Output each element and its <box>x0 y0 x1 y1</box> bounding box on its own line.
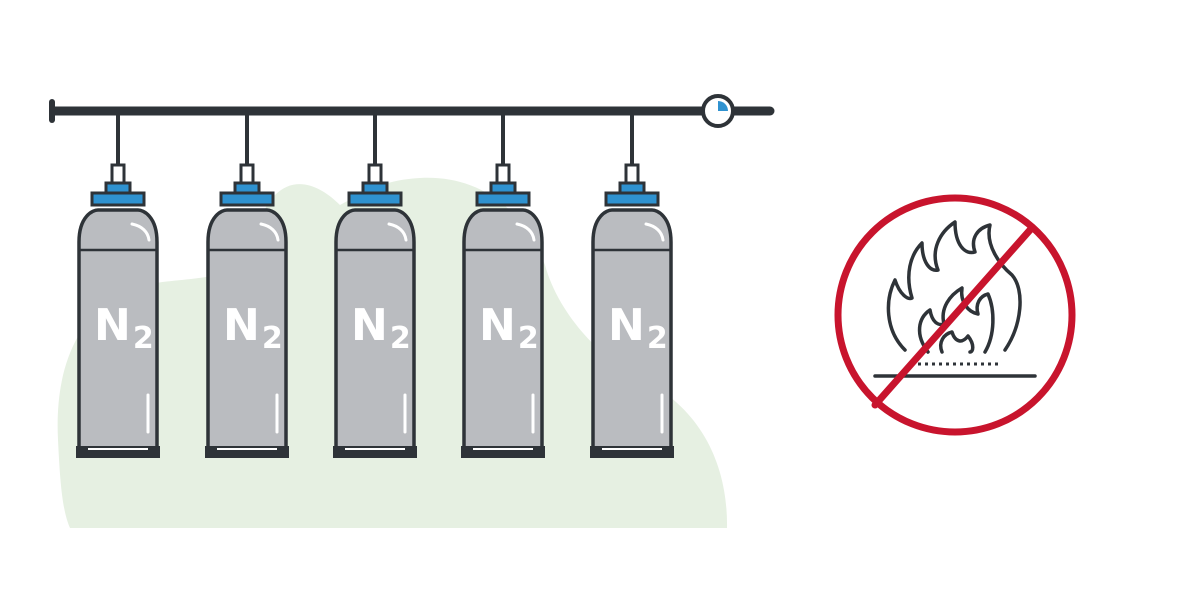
pressure-gauge-icon <box>701 94 735 128</box>
gas-formula-symbol: N <box>223 300 260 351</box>
cylinder-body <box>462 208 544 450</box>
nitrogen-cylinder: N2 <box>590 111 674 458</box>
nitrogen-cylinder: N2 <box>205 111 289 458</box>
cylinder-body <box>591 208 673 450</box>
nitrogen-cylinder: N2 <box>461 111 545 458</box>
cylinder-base <box>205 446 289 458</box>
cylinder-body <box>206 208 288 450</box>
cylinder-base <box>590 446 674 458</box>
gas-formula-subscript: 2 <box>647 321 668 356</box>
valve-collar <box>475 191 531 207</box>
gas-formula-symbol: N <box>94 300 131 351</box>
valve-connector <box>110 163 126 185</box>
nitrogen-cylinder: N2 <box>333 111 417 458</box>
gas-formula-symbol: N <box>351 300 388 351</box>
cylinder-base <box>461 446 545 458</box>
gas-formula-subscript: 2 <box>133 321 154 356</box>
prohibition-slash <box>871 226 1034 409</box>
valve-collar <box>347 191 403 207</box>
gas-formula-label: N2 <box>223 300 283 356</box>
gas-formula-label: N2 <box>479 300 539 356</box>
gas-formula-label: N2 <box>351 300 411 356</box>
gas-formula-subscript: 2 <box>390 321 411 356</box>
gas-formula-symbol: N <box>608 300 645 351</box>
valve-connector <box>239 163 255 185</box>
valve-connector <box>495 163 511 185</box>
valve-collar <box>90 191 146 207</box>
manifold-pipe <box>49 99 775 123</box>
valve-collar <box>219 191 275 207</box>
gas-formula-label: N2 <box>608 300 668 356</box>
valve-connector <box>624 163 640 185</box>
no-open-flame-icon <box>834 194 1076 436</box>
cylinder-base <box>333 446 417 458</box>
gas-formula-subscript: 2 <box>518 321 539 356</box>
valve-connector <box>367 163 383 185</box>
nitrogen-cylinder: N2 <box>76 111 160 458</box>
gas-formula-subscript: 2 <box>262 321 283 356</box>
gas-formula-symbol: N <box>479 300 516 351</box>
gas-formula-label: N2 <box>94 300 154 356</box>
cylinder-base <box>76 446 160 458</box>
valve-collar <box>604 191 660 207</box>
cylinder-body <box>77 208 159 450</box>
cylinder-body <box>334 208 416 450</box>
